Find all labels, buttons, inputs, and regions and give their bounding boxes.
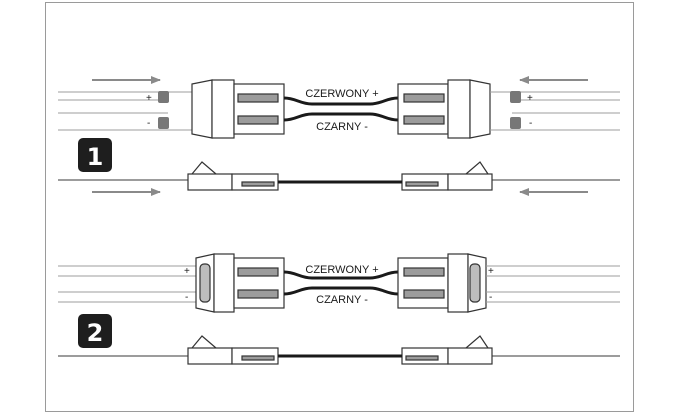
- wires-connected: [283, 270, 399, 296]
- step-1-badge: 1: [78, 138, 112, 172]
- right-plus-label: +: [527, 93, 533, 104]
- left-connector-connected: [195, 253, 285, 313]
- left-minus-label: -: [147, 118, 150, 129]
- right-led-strip-top: [490, 91, 620, 131]
- right-connector-top: [397, 79, 491, 139]
- step-1: 1 + - CZERWONY + CZARNY -: [58, 76, 620, 196]
- wires-top: [283, 96, 399, 122]
- right-connector-connected: [397, 253, 487, 313]
- side-view-2: [58, 335, 620, 365]
- black-wire-label: CZARNY -: [316, 121, 368, 133]
- step-2-badge: 2: [78, 314, 112, 348]
- left-minus-pad: [158, 117, 169, 129]
- step-1-number: 1: [87, 143, 104, 171]
- left-led-strip-top: [58, 91, 192, 131]
- black-wire-label-2: CZARNY -: [316, 294, 368, 306]
- right-minus-label-2: -: [489, 292, 492, 303]
- left-connector-top: [191, 79, 285, 139]
- diagram-frame: [45, 2, 634, 412]
- right-plus-pad: [510, 91, 521, 103]
- left-led-strip-connected: [58, 265, 196, 303]
- step-2-number: 2: [87, 319, 104, 347]
- side-view-1: [58, 161, 620, 196]
- left-plus-label: +: [146, 93, 152, 104]
- right-minus-label: -: [529, 118, 532, 129]
- right-plus-label-2: +: [488, 266, 494, 277]
- right-minus-pad: [510, 117, 521, 129]
- step-2: 2 + - CZERWONY + CZARNY -: [58, 253, 620, 365]
- red-wire-label-2: CZERWONY +: [305, 264, 378, 276]
- left-minus-label-2: -: [185, 292, 188, 303]
- left-plus-label-2: +: [184, 266, 190, 277]
- right-led-strip-connected: [486, 265, 620, 303]
- red-wire-label: CZERWONY +: [305, 88, 378, 100]
- left-plus-pad: [158, 91, 169, 103]
